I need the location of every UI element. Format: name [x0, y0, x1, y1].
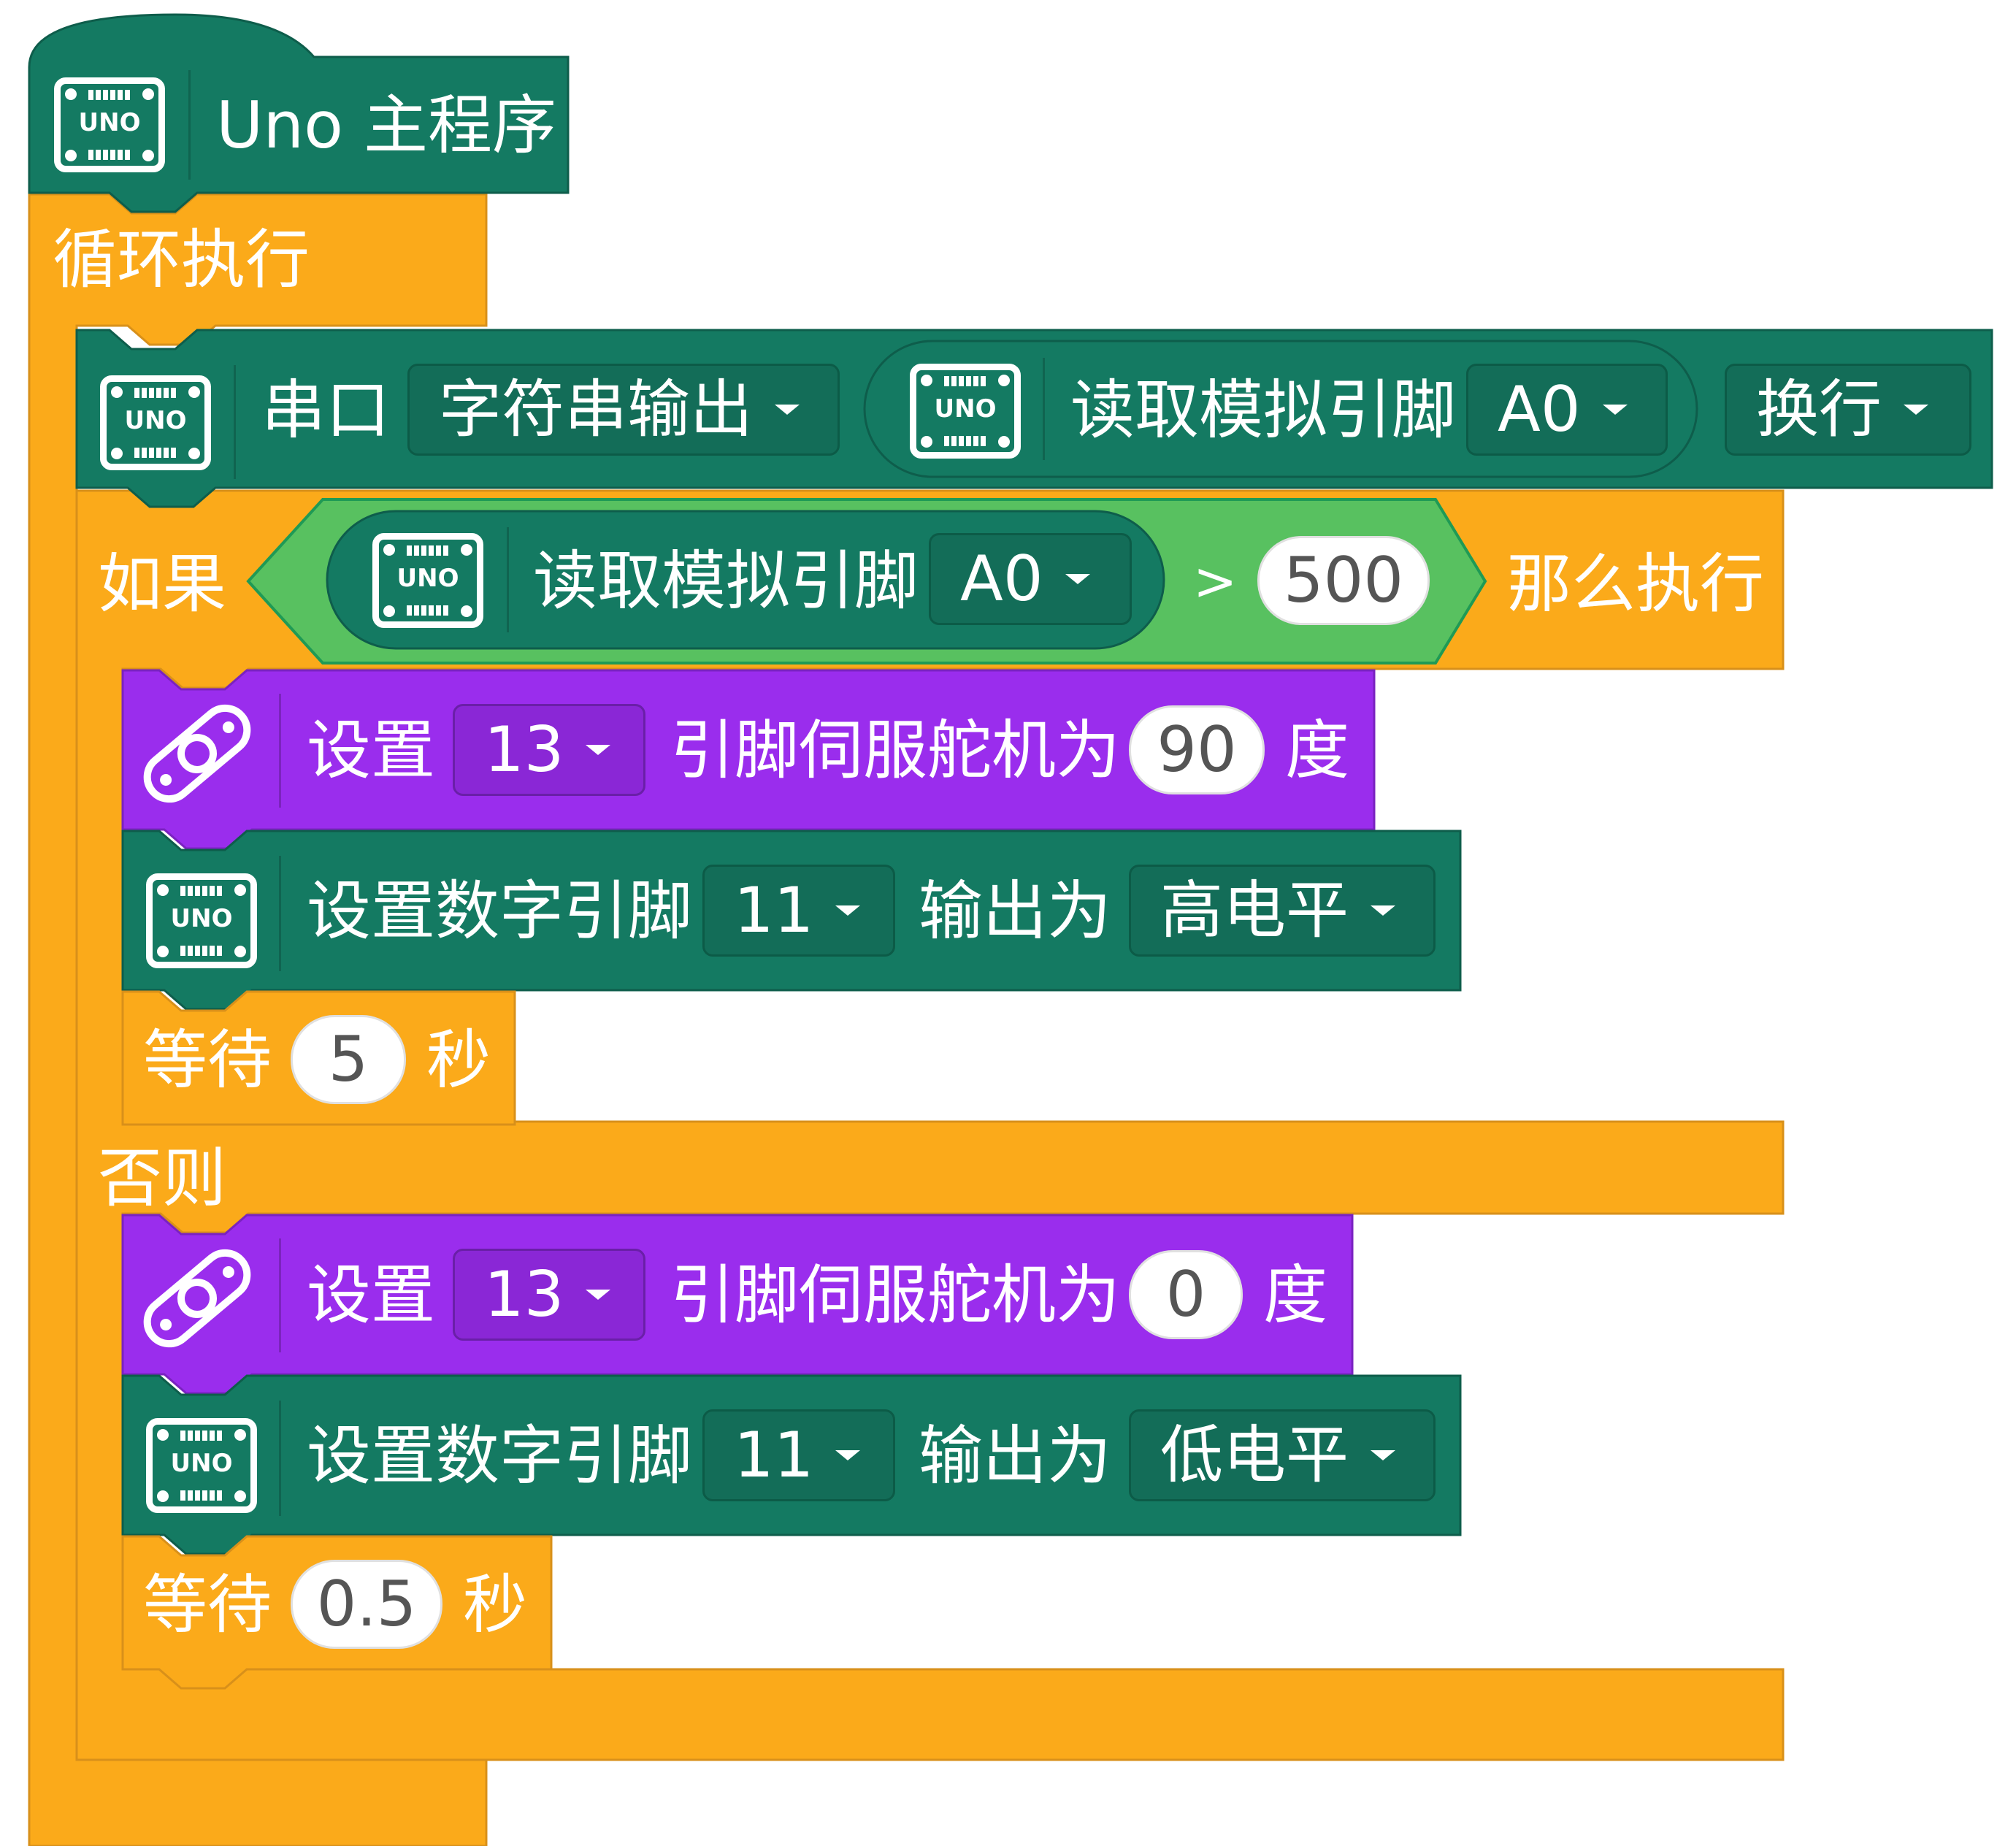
servo-icon — [143, 1249, 251, 1348]
chevron-down-icon — [1602, 405, 1628, 415]
else-digital-level-dropdown[interactable]: 低电平 — [1129, 1409, 1436, 1501]
uno-board-icon: UNO — [146, 1418, 257, 1513]
serial-label: 串口 — [261, 372, 391, 448]
chevron-down-icon — [1371, 905, 1395, 916]
then-digital-mid-label: 输出为 — [919, 873, 1112, 949]
forever-label: 循环执行 — [53, 222, 310, 297]
then-wait-input[interactable]: 5 — [291, 1015, 406, 1104]
uno-board-icon: UNO — [54, 77, 165, 172]
else-servo-angle-input[interactable]: 0 — [1129, 1250, 1243, 1339]
else-digital-label: 设置数字引脚 — [307, 1418, 693, 1493]
else-digital-pin-dropdown[interactable]: 11 — [702, 1409, 895, 1501]
condition-pin-dropdown[interactable]: A0 — [929, 533, 1132, 625]
newline-dropdown[interactable]: 换行 — [1725, 364, 1971, 456]
else-servo-block[interactable] — [121, 1214, 1354, 1395]
else-wait-input[interactable]: 0.5 — [291, 1560, 442, 1649]
chevron-down-icon — [775, 405, 800, 415]
then-servo-angle-input[interactable]: 90 — [1129, 705, 1265, 794]
if-label: 如果 — [98, 546, 227, 621]
chevron-down-icon — [1904, 405, 1928, 415]
then-servo-block[interactable] — [121, 669, 1376, 850]
then-servo-mid-label: 引脚伺服舵机为 — [670, 713, 1121, 788]
else-servo-pin-dropdown[interactable]: 13 — [453, 1249, 645, 1341]
then-wait-unit: 秒 — [426, 1022, 491, 1098]
hat-title: Uno 主程序 — [216, 88, 556, 163]
then-digital-pin-dropdown[interactable]: 11 — [702, 865, 895, 957]
serial-mode-dropdown[interactable]: 字符串输出 — [407, 364, 840, 456]
chevron-down-icon — [586, 1290, 611, 1300]
chevron-down-icon — [586, 745, 611, 755]
serial-pin-dropdown[interactable]: A0 — [1466, 364, 1668, 456]
chevron-down-icon — [835, 905, 861, 916]
then-digital-level-dropdown[interactable]: 高电平 — [1129, 865, 1436, 957]
chevron-down-icon — [1065, 574, 1090, 584]
else-label: 否则 — [98, 1141, 227, 1216]
then-digital-label: 设置数字引脚 — [307, 873, 693, 949]
else-digital-mid-label: 输出为 — [919, 1418, 1112, 1493]
uno-board-icon: UNO — [146, 873, 257, 968]
threshold-input[interactable]: 500 — [1257, 536, 1430, 625]
uno-board-icon: UNO — [100, 375, 211, 470]
else-servo-mid-label: 引脚伺服舵机为 — [670, 1257, 1121, 1333]
chevron-down-icon — [1371, 1450, 1395, 1460]
chevron-down-icon — [835, 1450, 861, 1460]
then-servo-pin-dropdown[interactable]: 13 — [453, 704, 645, 796]
condition-read-label: 读取模拟引脚 — [533, 543, 919, 618]
else-servo-set-label: 设置 — [307, 1257, 436, 1333]
else-wait-label: 等待 — [143, 1567, 272, 1642]
uno-board-icon: UNO — [910, 364, 1021, 459]
else-servo-unit: 度 — [1263, 1257, 1328, 1333]
then-servo-set-label: 设置 — [307, 713, 436, 788]
then-servo-unit: 度 — [1285, 713, 1350, 788]
servo-icon — [143, 704, 251, 803]
then-wait-label: 等待 — [143, 1022, 272, 1098]
serial-read-label: 读取模拟引脚 — [1070, 372, 1457, 448]
else-wait-unit: 秒 — [463, 1567, 528, 1642]
then-label: 那么执行 — [1507, 546, 1765, 621]
uno-board-icon: UNO — [372, 533, 483, 628]
comparison-operator: > — [1193, 551, 1238, 612]
